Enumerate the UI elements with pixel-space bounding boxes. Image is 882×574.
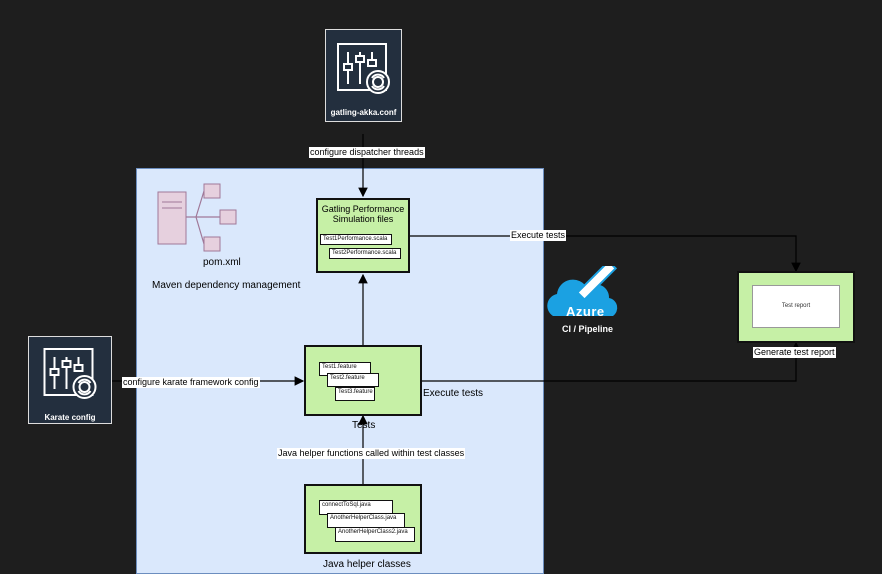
tests-box: Test1.feature Test2.feature Test3.featur… [304, 345, 422, 416]
tests-caption: Tests [352, 420, 376, 431]
gatling-file: Test1Performance.scala [320, 234, 392, 245]
edge-label-execute-right: Execute tests [423, 388, 484, 399]
config-gear-icon [337, 43, 390, 94]
java-file: AnotherHelperClass.java [327, 513, 405, 528]
gatling-conf-node: gatling-akka.conf [325, 29, 402, 122]
karate-conf-node: Karate config [28, 336, 112, 424]
gatling-file: Test2Performance.scala [329, 248, 401, 259]
feature-file: Test2.feature [327, 373, 379, 387]
edge-label-dispatcher: configure dispatcher threads [309, 147, 425, 158]
java-file: AnotherHelperClass2.java [335, 527, 415, 542]
maven-description: Maven dependency management [152, 280, 301, 291]
test-report-label: Test report [781, 303, 811, 309]
edge-label-execute-top: Execute tests [510, 230, 567, 241]
report-caption: Generate test report [753, 347, 836, 358]
azure-cloud-pencil-icon [547, 266, 618, 316]
test-report-node: Test report [737, 271, 855, 343]
edge-execute-right [421, 341, 801, 382]
test-report-inner: Test report [752, 285, 840, 328]
gatling-simulation-box: Gatling Performance Simulation files Tes… [316, 198, 410, 273]
config-gear-icon [43, 348, 97, 399]
azure-caption: CI / Pipeline [562, 324, 614, 334]
sitemap-icon [157, 183, 237, 252]
maven-file-label: pom.xml [203, 257, 241, 268]
java-helpers-caption: Java helper classes [323, 559, 411, 570]
karate-conf-label: Karate config [44, 413, 96, 422]
azure-logo-text: Azure [566, 304, 605, 319]
gatling-box-title: Gatling Performance Simulation files [321, 204, 405, 224]
gatling-conf-label: gatling-akka.conf [330, 108, 397, 117]
edge-label-karate-config: configure karate framework config [122, 377, 260, 388]
java-helpers-box: connectToSql.java AnotherHelperClass.jav… [304, 484, 422, 554]
edge-label-java-helpers: Java helper functions called within test… [277, 448, 466, 459]
feature-file: Test3.feature [335, 387, 375, 401]
